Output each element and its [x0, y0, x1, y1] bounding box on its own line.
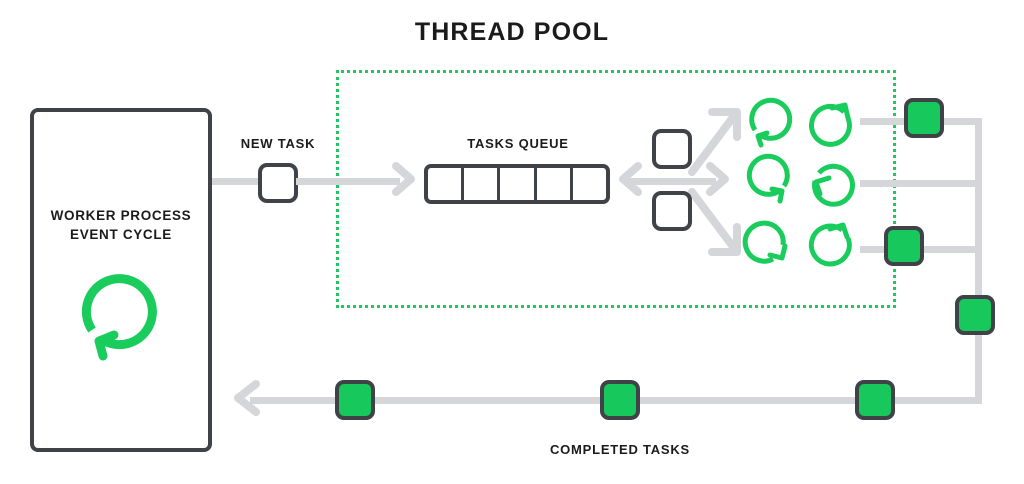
pending-task-square-icon: [652, 191, 692, 231]
empty-task-square-icon: [258, 163, 298, 203]
queue-cell: [537, 168, 573, 200]
thread-row2-output-line: [860, 180, 982, 187]
worker-process-box: [30, 108, 212, 452]
thread-spinner-cw-icon: [804, 214, 860, 270]
completed-task-square-icon: [955, 295, 995, 335]
thread-spinner-cw-icon: [742, 152, 798, 208]
tasks-queue-label: TASKS QUEUE: [467, 136, 569, 151]
queue-cell: [464, 168, 501, 200]
worker-to-newtask-line: [212, 178, 264, 185]
completed-return-arrowhead: [234, 380, 260, 416]
dispatch-down-arrow: [688, 188, 741, 256]
worker-label-line2: EVENT CYCLE: [70, 227, 172, 242]
worker-label-line1: WORKER PROCESS: [50, 208, 192, 223]
right-vertical-bus-line: [975, 118, 982, 404]
page-title: THREAD POOL: [414, 18, 610, 46]
thread-spinner-cw-icon: [804, 94, 860, 150]
completed-task-square-icon: [904, 98, 944, 138]
queue-dispatch-line: [624, 178, 716, 185]
thread-spinner-cw-icon: [742, 214, 798, 270]
queue-right-arrowhead: [706, 162, 729, 196]
newtask-to-queue-arrowhead: [392, 162, 415, 196]
thread-spinner-ccw-icon: [742, 94, 798, 150]
new-task-label: NEW TASK: [240, 136, 316, 151]
completed-task-square-icon: [884, 226, 924, 266]
queue-cell: [500, 168, 537, 200]
completed-task-square-icon: [855, 380, 895, 420]
worker-process-label: WORKER PROCESS EVENT CYCLE: [30, 206, 212, 244]
dispatch-up-arrow: [688, 108, 741, 176]
completed-tasks-label: COMPLETED TASKS: [549, 442, 691, 457]
completed-task-square-icon: [335, 380, 375, 420]
tasks-queue: [424, 164, 610, 204]
completed-task-square-icon: [600, 380, 640, 420]
queue-cell: [428, 168, 465, 200]
thread-spinner-ccw-icon: [804, 152, 860, 208]
thread-pool-region: [336, 70, 896, 308]
queue-left-arrowhead: [619, 162, 642, 196]
newtask-to-queue-line: [296, 178, 400, 185]
pending-task-square-icon: [652, 129, 692, 169]
queue-cell: [573, 168, 606, 200]
event-loop-circular-arrow-icon: [70, 268, 166, 364]
